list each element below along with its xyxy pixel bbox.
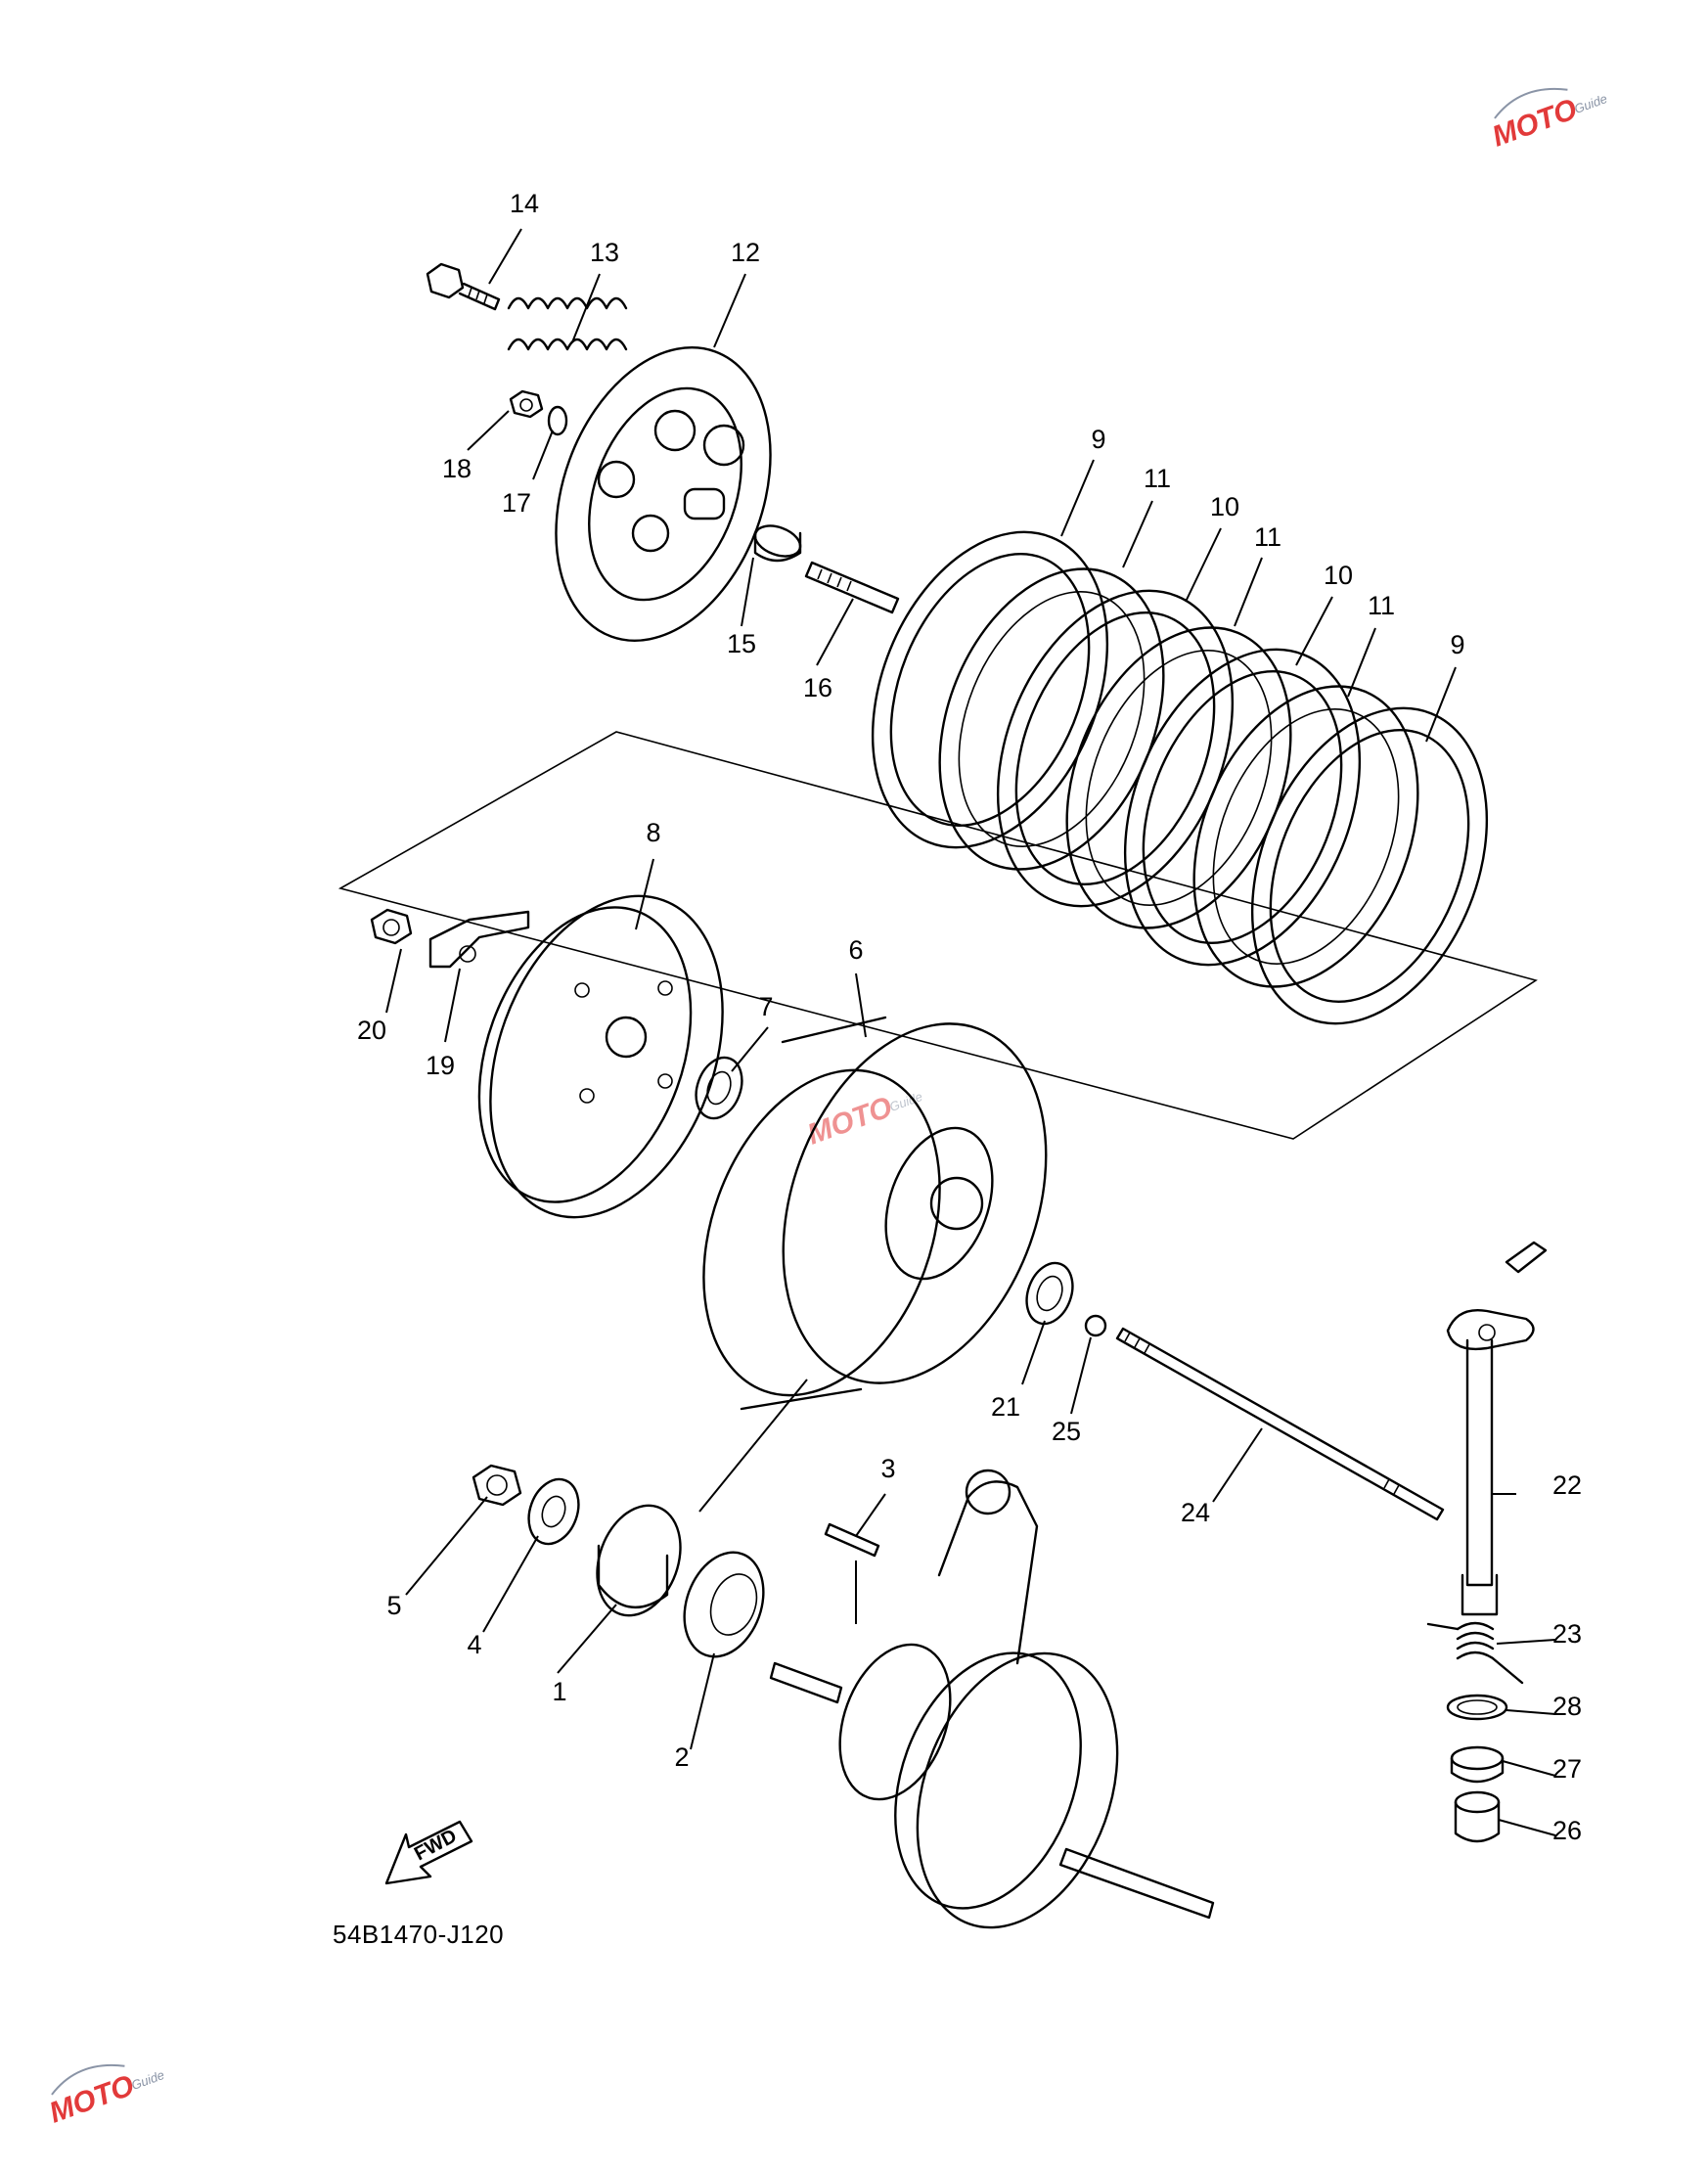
thrust-washer-21: [1025, 1261, 1074, 1326]
diagram-code: 54B1470-J120: [333, 1920, 504, 1949]
friction-plate-9b: [1250, 706, 1489, 1025]
watermark-guide-text: Guide: [129, 2067, 166, 2093]
callout-label-27: 27: [1552, 1754, 1582, 1784]
clutch-spring: [507, 296, 628, 351]
watermark-moto-text: MOTO: [45, 2069, 138, 2130]
callout-label-2: 2: [674, 1742, 689, 1772]
callout-label-20: 20: [357, 1016, 386, 1045]
watermark-guide-text: Guide: [1572, 91, 1609, 116]
crankshaft: [769, 1469, 1215, 1929]
callout-label-4: 4: [467, 1630, 481, 1659]
callout-label-6: 6: [848, 935, 863, 965]
callout-label-12: 12: [731, 238, 760, 267]
bearing-26: [1454, 1790, 1501, 1843]
callout-label-24: 24: [1181, 1498, 1210, 1527]
callout-label-28: 28: [1552, 1692, 1582, 1721]
watermark-logo-top: MOTO Guide: [1488, 87, 1609, 154]
callout-label-8: 8: [646, 818, 660, 847]
leader-lines: [385, 228, 1556, 1836]
callout-label-14: 14: [510, 189, 539, 218]
push-rod-24: [1115, 1327, 1445, 1521]
ball-25: [1084, 1314, 1107, 1337]
washer-4: [527, 1477, 580, 1546]
friction-plate-10a: [996, 589, 1235, 908]
push-rod-16: [804, 561, 900, 614]
push-lever-shaft-22: [1446, 1241, 1548, 1616]
key-3: [824, 1522, 880, 1558]
callout-label-11: 11: [1254, 522, 1281, 552]
callout-label-11: 11: [1368, 591, 1395, 620]
pressure-plate: [555, 346, 772, 642]
friction-plate-9a: [871, 530, 1109, 849]
callout-label-10: 10: [1324, 561, 1353, 590]
callout-label-3: 3: [880, 1454, 895, 1483]
callout-label-21: 21: [991, 1392, 1020, 1422]
callout-label-5: 5: [386, 1591, 401, 1620]
watermark-moto-text: MOTO: [1488, 93, 1581, 154]
friction-plate-10b: [1123, 648, 1362, 967]
clutch-boss-8: [477, 894, 724, 1219]
clutch-housing-6: [702, 1016, 1048, 1411]
push-rod-piece-15: [753, 524, 802, 563]
nut-20: [370, 908, 413, 945]
washer-7: [695, 1056, 743, 1120]
callout-label-9: 9: [1450, 630, 1464, 659]
clutch-bolt: [426, 262, 501, 311]
nut-18: [509, 389, 544, 419]
callout-label-15: 15: [727, 629, 756, 658]
callout-label-26: 26: [1552, 1816, 1582, 1845]
callout-label-17: 17: [502, 488, 531, 518]
forward-direction-arrow-icon: FWD: [384, 1820, 473, 1885]
callout-label-7: 7: [758, 992, 773, 1021]
callout-label-19: 19: [426, 1051, 455, 1080]
callout-label-18: 18: [442, 454, 472, 483]
collar-2: [683, 1551, 765, 1658]
callout-labels: 1234567899101011111112131415161718192021…: [357, 189, 1582, 1845]
nut-5: [472, 1464, 522, 1507]
callout-label-11: 11: [1144, 464, 1171, 493]
torsion-spring-23: [1426, 1621, 1524, 1685]
lock-washer-19: [428, 910, 530, 969]
callout-label-9: 9: [1091, 425, 1105, 454]
callout-label-10: 10: [1210, 492, 1239, 521]
oil-seal-27: [1450, 1745, 1505, 1784]
callout-label-13: 13: [590, 238, 619, 267]
primary-drive-gear-1: [596, 1504, 682, 1617]
callout-label-25: 25: [1052, 1417, 1081, 1446]
clutch-assembly-outline: [337, 731, 1538, 1140]
callout-label-16: 16: [803, 673, 832, 702]
circlip-28: [1446, 1694, 1508, 1721]
watermark-logo-bottom: MOTO Guide: [45, 2063, 166, 2130]
washer-17: [547, 405, 568, 436]
clutch-plate-11c: [1192, 685, 1419, 988]
callout-label-22: 22: [1552, 1470, 1582, 1500]
callout-label-23: 23: [1552, 1619, 1582, 1649]
callout-label-1: 1: [552, 1677, 566, 1706]
